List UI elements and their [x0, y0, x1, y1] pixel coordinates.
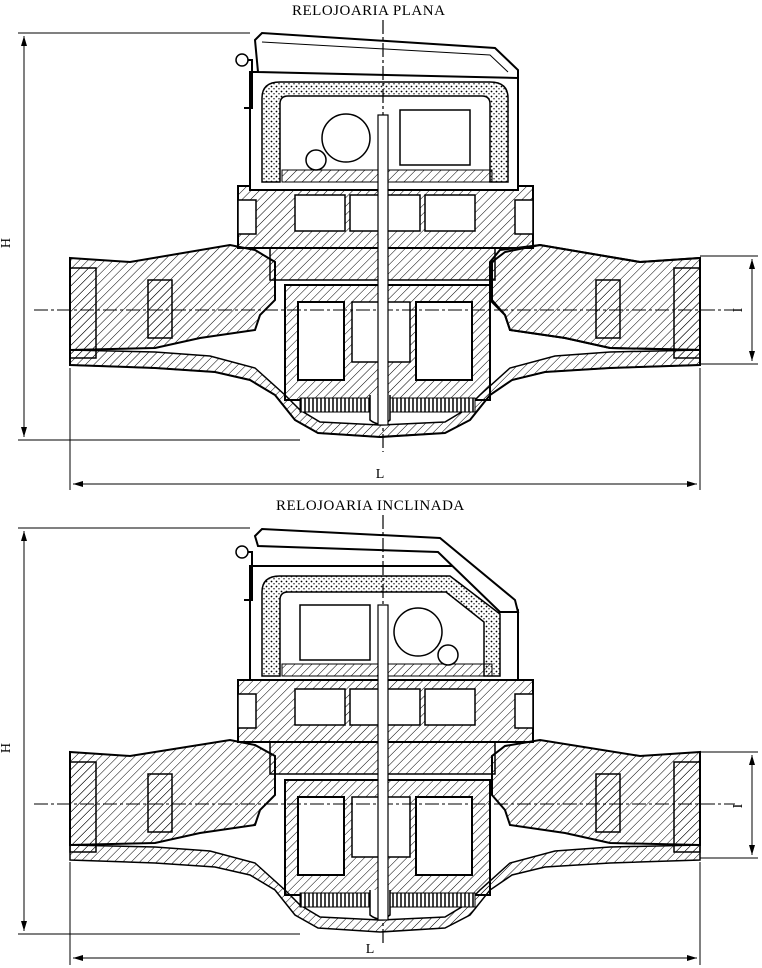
meter-section-inclined: H L I — [0, 515, 758, 965]
hinged-lid — [253, 31, 519, 80]
dimension-h-label: H — [0, 238, 14, 248]
dimension-h-inclined-label: H — [0, 743, 14, 753]
drawing-title-flat: RELOJOARIA PLANA — [292, 3, 446, 19]
dimension-l: L — [69, 368, 701, 490]
dial-wheel — [321, 113, 371, 163]
meter-section-flat: H L I — [0, 20, 758, 490]
drawing-title-inclined: RELOJOARIA INCLINADA — [276, 498, 465, 514]
nut-right — [595, 279, 621, 339]
dimension-l-label: L — [376, 467, 385, 482]
dimension-i-label: I — [731, 307, 746, 312]
nut-left — [147, 279, 173, 339]
dimension-i: I — [700, 255, 758, 365]
dimension-i-inclined-label: I — [731, 803, 746, 808]
dimension-h-inclined: H — [0, 527, 300, 935]
outlet-thread-right — [673, 267, 701, 359]
dimension-l-inclined: L — [69, 862, 701, 965]
dimension-h: H — [0, 32, 300, 441]
inlet-thread-left — [69, 267, 97, 359]
dimension-i-inclined: I — [700, 751, 758, 859]
dimension-l-inclined-label: L — [366, 942, 375, 957]
